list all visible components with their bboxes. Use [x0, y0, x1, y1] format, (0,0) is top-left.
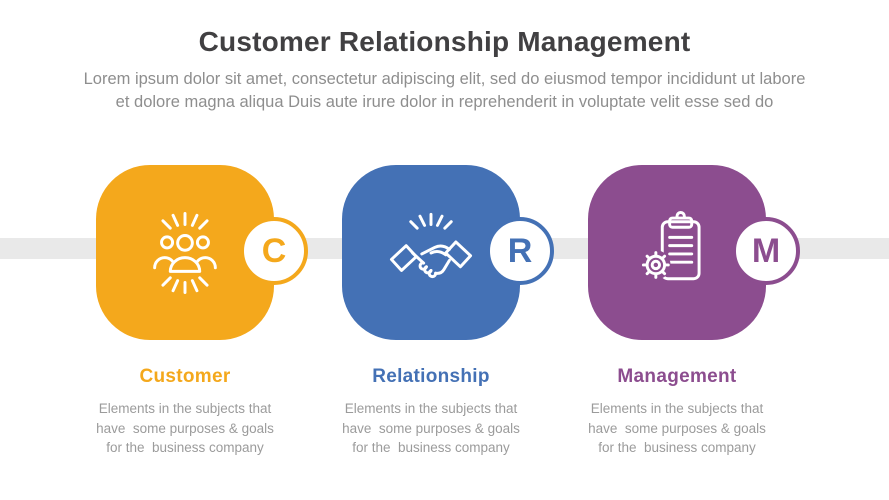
item-management: M Management Elements in the subjects th…: [562, 165, 800, 465]
relationship-letter-badge: R: [486, 217, 554, 285]
management-description: Elements in the subjects that have some …: [588, 401, 766, 456]
item-customer: C Customer Elements in the subjects that…: [70, 165, 308, 465]
customer-description: Elements in the subjects that have some …: [96, 401, 274, 456]
management-label: Management: [617, 366, 737, 387]
clipboard-gear-icon: [641, 210, 701, 280]
page-subtitle: Lorem ipsum dolor sit amet, consectetur …: [83, 70, 806, 112]
item-relationship: R Relationship Elements in the subjects …: [316, 165, 554, 465]
customer-label: Customer: [139, 366, 231, 387]
page-title: Customer Relationship Management: [198, 26, 691, 57]
customer-letter-badge: C: [240, 217, 308, 285]
handshake-icon: [389, 212, 473, 278]
relationship-description: Elements in the subjects that have some …: [342, 401, 520, 456]
relationship-label: Relationship: [372, 366, 490, 387]
people-group-icon: [153, 211, 217, 294]
management-letter-badge: M: [732, 217, 800, 285]
